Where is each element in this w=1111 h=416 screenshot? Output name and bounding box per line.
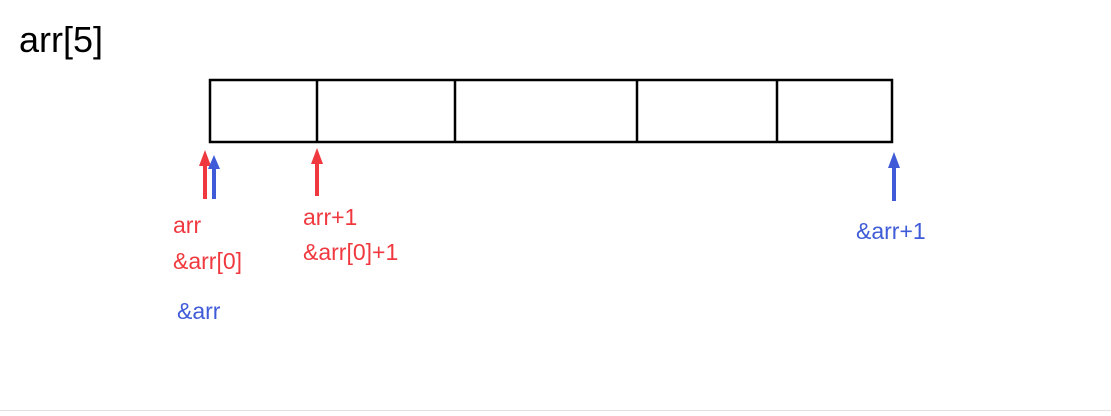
- blue-arrow-addr-arr-plus-1: [888, 152, 900, 201]
- up-arrow-icon: [212, 166, 216, 199]
- up-arrow-icon: [199, 150, 211, 166]
- label-addr-arr0: &arr[0]: [173, 248, 243, 274]
- label-addr-arr-plus-1: &arr+1: [856, 218, 926, 244]
- array-boxes: [208, 78, 894, 144]
- red-arrow-arr: [199, 150, 211, 199]
- up-arrow-icon: [892, 165, 896, 201]
- up-arrow-icon: [315, 161, 319, 196]
- diagram-title: arr[5]: [19, 19, 104, 60]
- label-arr-plus-1: arr+1: [303, 204, 358, 230]
- red-arrow-arr-plus-1: [311, 148, 323, 196]
- up-arrow-icon: [208, 155, 220, 169]
- up-arrow-icon: [203, 163, 207, 199]
- up-arrow-icon: [311, 148, 323, 164]
- label-arr: arr: [173, 212, 202, 238]
- up-arrow-icon: [888, 152, 900, 168]
- array-outline: [208, 78, 894, 144]
- blue-arrow-addr-arr: [208, 155, 220, 199]
- label-addr-arr0-plus-1: &arr[0]+1: [303, 239, 399, 265]
- label-addr-arr: &arr: [177, 298, 221, 324]
- bottom-divider: [0, 410, 1111, 411]
